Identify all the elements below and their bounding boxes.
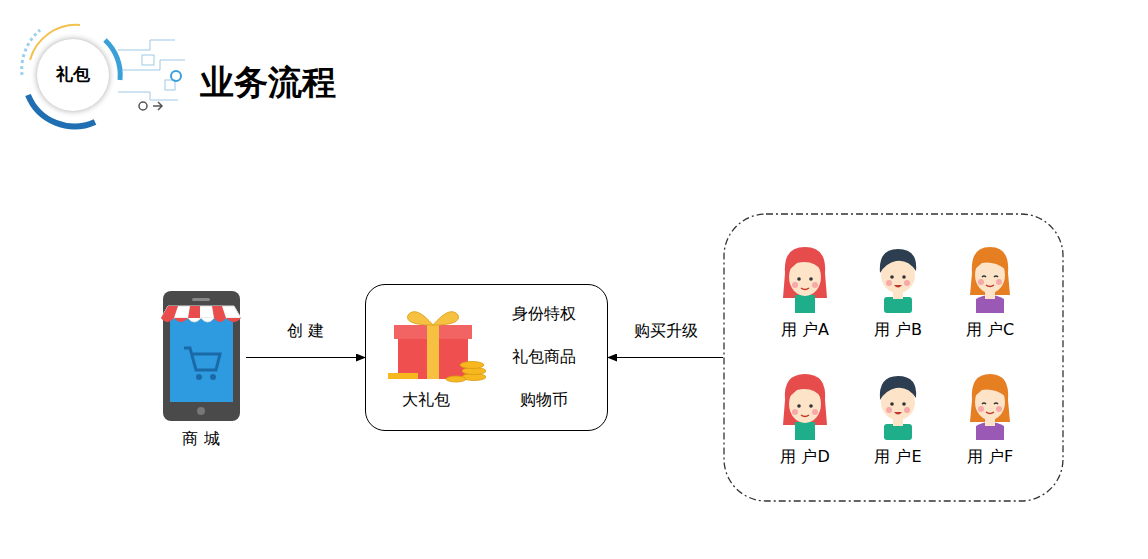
node-label: 用 户E xyxy=(857,446,939,468)
user-node: 用 户D xyxy=(764,370,846,470)
girl-illustration xyxy=(775,243,835,317)
user-node: 用 户A xyxy=(764,243,846,343)
lady-illustration xyxy=(960,370,1020,444)
edge-label: 创 建 xyxy=(284,320,327,342)
user-group: 用 户A 用 户B 用 户C 用 户D 用 户E 用 户F xyxy=(723,213,1064,502)
node-label: 购物币 xyxy=(494,389,594,411)
package-box: 大礼包 身份特权礼包商品购物币 xyxy=(365,284,608,431)
boy-illustration xyxy=(868,370,928,444)
user-node: 用 户C xyxy=(949,243,1031,343)
user-node: 用 户E xyxy=(857,370,939,470)
node-label: 用 户B xyxy=(857,319,939,341)
mall-node: 商 城 xyxy=(158,288,244,450)
node-label: 大礼包 xyxy=(376,389,476,411)
node-label: 用 户D xyxy=(764,446,846,468)
node-label: 用 户C xyxy=(949,319,1031,341)
lady-illustration xyxy=(960,243,1020,317)
user-node: 用 户B xyxy=(857,243,939,343)
girl-illustration xyxy=(775,370,835,444)
node-label: 身份特权 xyxy=(494,303,594,325)
badge-label: 礼包 xyxy=(37,63,109,85)
badge-circle: 礼包 xyxy=(37,39,109,111)
gift-illustration xyxy=(376,305,486,389)
node-label: 用 户A xyxy=(764,319,846,341)
node-label: 商 城 xyxy=(158,428,244,450)
page-title: 业务流程 xyxy=(200,60,336,104)
phone-illustration xyxy=(158,288,244,428)
flow-arrow xyxy=(246,357,365,358)
flow-arrow xyxy=(608,357,723,358)
user-node: 用 户F xyxy=(949,370,1031,470)
edge-label: 购买升级 xyxy=(631,320,701,342)
boy-illustration xyxy=(868,243,928,317)
node-label: 用 户F xyxy=(949,446,1031,468)
node-label: 礼包商品 xyxy=(494,346,594,368)
